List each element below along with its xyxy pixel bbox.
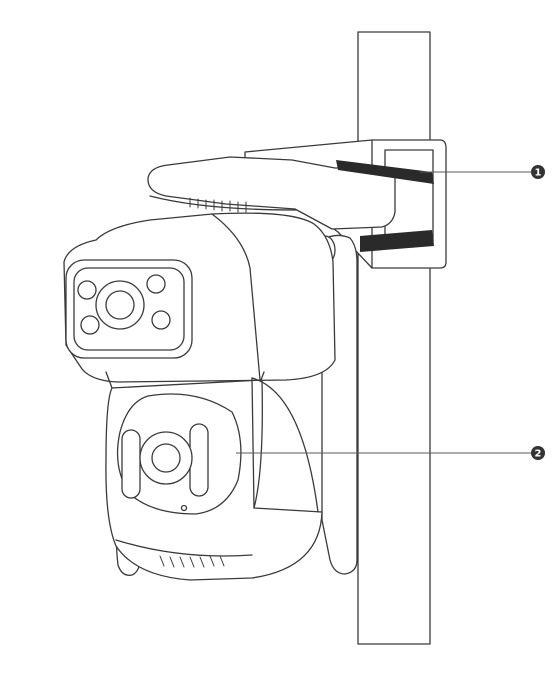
mounting-pole [357, 31, 431, 645]
callout-2: 2 [531, 446, 545, 460]
ir-led-top-right [146, 274, 166, 294]
callout-1: 1 [531, 165, 545, 179]
ir-led-bottom-right [151, 310, 171, 330]
lower-led-left [121, 429, 141, 499]
lower-led-right [189, 423, 209, 497]
ir-led-top-left [77, 280, 97, 300]
ir-led-bottom-left [80, 315, 100, 335]
callout-1-number: 1 [535, 168, 542, 179]
callout-2-number: 2 [535, 449, 542, 460]
mounting-strap [336, 160, 434, 252]
